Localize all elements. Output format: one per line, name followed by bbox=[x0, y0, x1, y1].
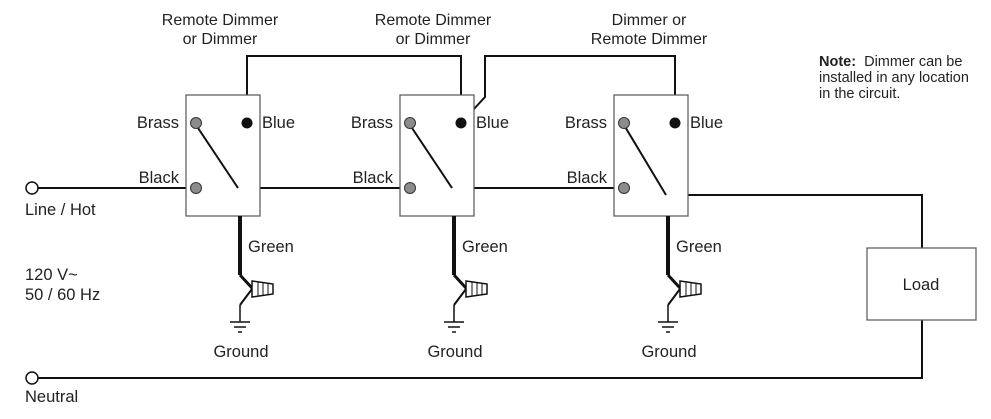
line-hot-label: Line / Hot bbox=[25, 201, 96, 219]
voltage-label: 120 V~ bbox=[25, 266, 78, 284]
line-hot-terminal-icon bbox=[25, 181, 39, 195]
device-1-heading-line-1: Remote Dimmer bbox=[162, 12, 279, 29]
device-1-black-terminal bbox=[190, 182, 202, 194]
load-box bbox=[866, 247, 977, 321]
device-2-brass-terminal bbox=[404, 117, 416, 129]
wires bbox=[38, 55, 923, 379]
neutral-terminal-icon bbox=[25, 371, 39, 385]
device-3-blue-terminal bbox=[669, 117, 681, 129]
device-3-black-terminal bbox=[618, 182, 630, 194]
note: Note: Dimmer can be installed in any loc… bbox=[819, 54, 969, 102]
device-1-green-label: Green bbox=[248, 238, 294, 256]
device-3-black-label: Black bbox=[567, 169, 608, 187]
device-1-ground-symbol-icon bbox=[230, 305, 250, 333]
note-line-2: installed in any location bbox=[819, 70, 969, 86]
device-2-body bbox=[399, 94, 475, 217]
load: Load bbox=[866, 247, 977, 321]
note-bold-label: Note: bbox=[819, 54, 856, 70]
device-2-heading-line-1: Remote Dimmer bbox=[375, 12, 492, 29]
device-3-heading-line-2: Remote Dimmer bbox=[591, 31, 708, 48]
device-1-brass-terminal bbox=[190, 117, 202, 129]
device-1-heading-line-2: or Dimmer bbox=[183, 31, 258, 48]
device-3-green-label: Green bbox=[676, 238, 722, 256]
neutral-label: Neutral bbox=[25, 388, 78, 406]
device-3-body bbox=[613, 94, 689, 217]
device-3-ground-label: Ground bbox=[641, 343, 696, 361]
device-2-switch bbox=[409, 124, 453, 189]
device-2-green-label: Green bbox=[462, 238, 508, 256]
device-2-blue-terminal bbox=[455, 117, 467, 129]
device-1-body bbox=[185, 94, 261, 217]
device-2-heading-line-2: or Dimmer bbox=[396, 31, 471, 48]
device-1-ground-label: Ground bbox=[213, 343, 268, 361]
device-2: Remote Dimmer or Dimmer Brass Blue Black… bbox=[351, 12, 509, 361]
device-1-blue-label: Blue bbox=[262, 114, 295, 132]
device-3-brass-terminal bbox=[618, 117, 630, 129]
device-2-black-terminal bbox=[404, 182, 416, 194]
device-1-brass-label: Brass bbox=[137, 114, 179, 132]
device-3-blue-label: Blue bbox=[690, 114, 723, 132]
device-1: Remote Dimmer or Dimmer Brass Blue Black… bbox=[137, 12, 295, 361]
device-1-blue-terminal bbox=[241, 117, 253, 129]
device-2-brass-label: Brass bbox=[351, 114, 393, 132]
frequency-label: 50 / 60 Hz bbox=[25, 286, 100, 304]
device-3: Dimmer or Remote Dimmer Brass Blue Black… bbox=[565, 12, 723, 361]
note-line-1: Note: Dimmer can be bbox=[819, 54, 962, 70]
note-line-3: in the circuit. bbox=[819, 86, 900, 102]
device-2-wire-nut-icon bbox=[452, 273, 488, 306]
neutral-wire bbox=[38, 320, 923, 379]
device-3-switch bbox=[623, 124, 667, 196]
device-3-heading-line-1: Dimmer or bbox=[612, 12, 687, 29]
note-text-1: Dimmer can be bbox=[864, 54, 962, 70]
supply: Line / Hot 120 V~ 50 / 60 Hz Neutral bbox=[25, 181, 100, 406]
blue-wire-2-3 bbox=[460, 55, 676, 124]
device-3-brass-label: Brass bbox=[565, 114, 607, 132]
load-label: Load bbox=[903, 276, 940, 294]
blue-wire-1-2 bbox=[246, 55, 462, 123]
device-2-black-label: Black bbox=[353, 169, 394, 187]
device-2-ground-label: Ground bbox=[427, 343, 482, 361]
device-2-ground-symbol-icon bbox=[444, 305, 464, 333]
device-1-switch bbox=[195, 124, 239, 189]
device-1-wire-nut-icon bbox=[238, 273, 274, 306]
device-3-ground-symbol-icon bbox=[658, 305, 678, 333]
device-1-black-label: Black bbox=[139, 169, 180, 187]
device-2-blue-label: Blue bbox=[476, 114, 509, 132]
device-3-wire-nut-icon bbox=[666, 273, 702, 306]
